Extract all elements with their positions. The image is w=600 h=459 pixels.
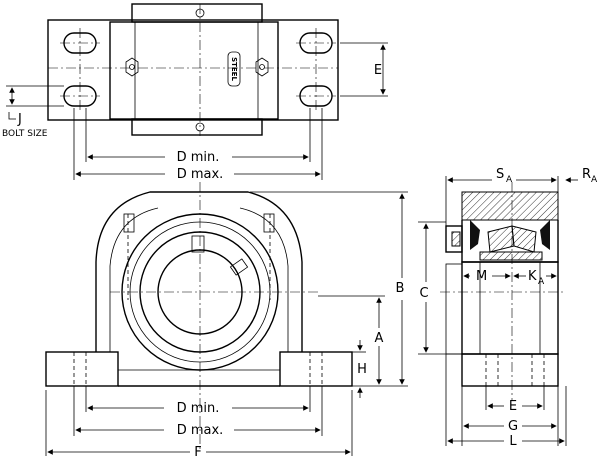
dim-j: J BOLT SIZE bbox=[2, 85, 64, 139]
top-lube-fitting-lower bbox=[195, 122, 205, 132]
label-ra-sub: A bbox=[591, 175, 598, 185]
label-m: M bbox=[476, 269, 487, 284]
label-ka-main: K bbox=[528, 269, 537, 284]
top-housing-cap-upper bbox=[131, 3, 263, 23]
dim-c: C bbox=[418, 221, 462, 355]
front-foot-left bbox=[45, 351, 119, 387]
label-d-min-top: D min. bbox=[177, 150, 220, 165]
side-collar bbox=[445, 225, 463, 253]
side-shaft-extension bbox=[445, 263, 463, 355]
label-d-max-top: D max. bbox=[177, 167, 224, 182]
dim-sa-ra: S A R A bbox=[445, 167, 598, 226]
top-housing-cap-lower bbox=[131, 118, 263, 136]
side-cap-section bbox=[461, 191, 559, 221]
label-l: L bbox=[509, 434, 517, 449]
hex-nut-right bbox=[255, 57, 269, 77]
seal-right bbox=[540, 220, 550, 250]
steel-stamp-box bbox=[227, 51, 241, 87]
label-h: H bbox=[357, 362, 367, 377]
inner-ring-section bbox=[479, 251, 543, 261]
dim-e-g-l-side: E G L bbox=[445, 354, 567, 449]
label-ra-main: R bbox=[582, 167, 591, 182]
label-d-max-front: D max. bbox=[177, 423, 224, 438]
label-bolt-size: BOLT SIZE bbox=[2, 129, 48, 139]
dim-m-ka: M K A bbox=[461, 262, 557, 287]
top-lube-fitting-upper bbox=[195, 8, 205, 18]
front-view bbox=[45, 182, 353, 452]
dim-j-leader bbox=[8, 112, 16, 120]
hex-nut-left bbox=[125, 57, 139, 77]
cap-bolt-head-right bbox=[263, 213, 275, 233]
set-screw bbox=[229, 258, 249, 276]
side-collar-screw bbox=[451, 231, 461, 247]
roller-right bbox=[511, 225, 537, 253]
label-f: F bbox=[194, 445, 201, 459]
seal-left bbox=[470, 220, 480, 250]
label-g: G bbox=[508, 419, 518, 434]
hex-nut-right-center bbox=[259, 64, 265, 70]
dim-e-top: E bbox=[340, 42, 388, 97]
side-view bbox=[440, 182, 566, 400]
front-housing-outline bbox=[95, 191, 303, 352]
label-c: C bbox=[419, 286, 428, 301]
label-sa-main: S bbox=[496, 167, 504, 182]
front-foot-right bbox=[279, 351, 353, 387]
roller-left bbox=[487, 225, 515, 253]
label-d-min-front: D min. bbox=[177, 401, 220, 416]
front-housing-inner-right bbox=[239, 207, 289, 352]
dim-d-front: D min. D max. bbox=[73, 386, 323, 438]
dim-h: H bbox=[352, 340, 367, 398]
top-view: STEEL bbox=[47, 3, 339, 136]
dim-a: A bbox=[318, 295, 385, 385]
label-j: J bbox=[17, 112, 22, 127]
top-base-outline bbox=[47, 19, 339, 121]
steel-stamp-text: STEEL bbox=[230, 57, 238, 81]
side-base-foot bbox=[461, 353, 559, 387]
lube-port bbox=[191, 235, 205, 253]
label-e-side: E bbox=[509, 399, 517, 414]
label-sa-sub: A bbox=[506, 175, 513, 185]
cap-bolt-head-left bbox=[123, 213, 135, 233]
label-b: B bbox=[396, 281, 405, 296]
label-e-top: E bbox=[374, 63, 382, 78]
label-ka-sub: A bbox=[538, 277, 545, 287]
front-housing-inner-left bbox=[109, 207, 159, 352]
hex-nut-left-center bbox=[129, 64, 135, 70]
dim-b: B bbox=[250, 191, 408, 387]
dim-d-top: D min. D max. bbox=[73, 108, 323, 182]
label-a: A bbox=[375, 331, 384, 346]
dim-f: F bbox=[45, 390, 353, 459]
